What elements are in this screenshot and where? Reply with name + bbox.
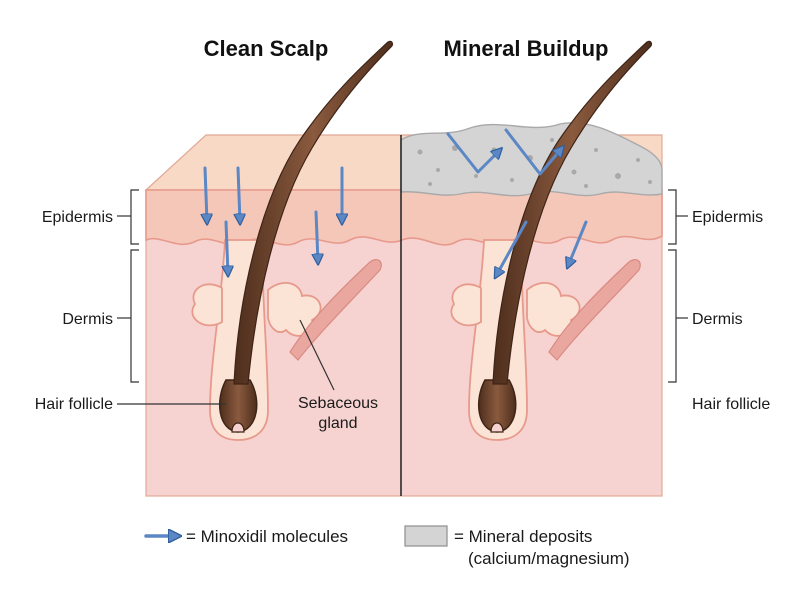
dermal-papilla-right	[490, 422, 504, 433]
bracket-epidermis-left	[130, 189, 139, 245]
gray-swatch-icon	[404, 525, 448, 547]
epidermis-layer	[145, 189, 663, 246]
arrector-muscle-left	[289, 258, 382, 361]
minoxidil-arrow	[568, 220, 588, 266]
minoxidil-arrow-deflected	[446, 132, 500, 174]
sebaceous-gland-right-lobe-a	[450, 283, 482, 327]
sebaceous-gland-left-lobe-b	[267, 282, 322, 337]
legend-mineral-label-line2: (calcium/magnesium)	[468, 549, 630, 568]
minoxidil-arrow	[238, 166, 240, 222]
legend-mineral-label-line1: = Mineral deposits	[454, 527, 592, 546]
minoxidil-arrow	[226, 220, 228, 274]
sebaceous-gland-right-lobe-b	[526, 282, 581, 337]
arrector-muscle-right	[548, 258, 641, 361]
label-hair-follicle-right: Hair follicle	[692, 396, 770, 413]
label-dermis-right: Dermis	[692, 311, 743, 328]
minoxidil-arrows-right	[446, 128, 588, 276]
label-sebaceous-line1: Sebaceous	[298, 395, 378, 412]
minoxidil-arrow	[496, 220, 528, 276]
label-sebaceous-line2: gland	[318, 415, 357, 432]
bracket-dermis-left	[130, 249, 139, 383]
bracket-dermis-right	[668, 249, 677, 383]
sebaceous-gland-left-lobe-a	[191, 283, 223, 327]
label-epidermis-left: Epidermis	[42, 209, 113, 226]
hair-shaft-right	[492, 40, 653, 385]
label-hair-follicle-left: Hair follicle	[35, 396, 113, 413]
minoxidil-arrows-left	[205, 166, 342, 274]
dermal-papilla-left	[231, 422, 245, 433]
bracket-epidermis-right	[668, 189, 677, 245]
title-mineral-buildup: Mineral Buildup	[444, 36, 609, 61]
hair-shaft-left	[233, 40, 394, 385]
title-clean-scalp: Clean Scalp	[204, 36, 329, 61]
minoxidil-arrow	[316, 210, 318, 262]
legend: = Minoxidil molecules = Mineral deposits…	[144, 525, 630, 568]
leader-sebaceous-gland	[299, 319, 335, 391]
minoxidil-arrow	[205, 166, 207, 222]
legend-minoxidil-label: = Minoxidil molecules	[186, 527, 348, 546]
minoxidil-arrow-deflected	[504, 128, 562, 176]
label-dermis-left: Dermis	[62, 311, 113, 328]
label-epidermis-right: Epidermis	[692, 209, 763, 226]
